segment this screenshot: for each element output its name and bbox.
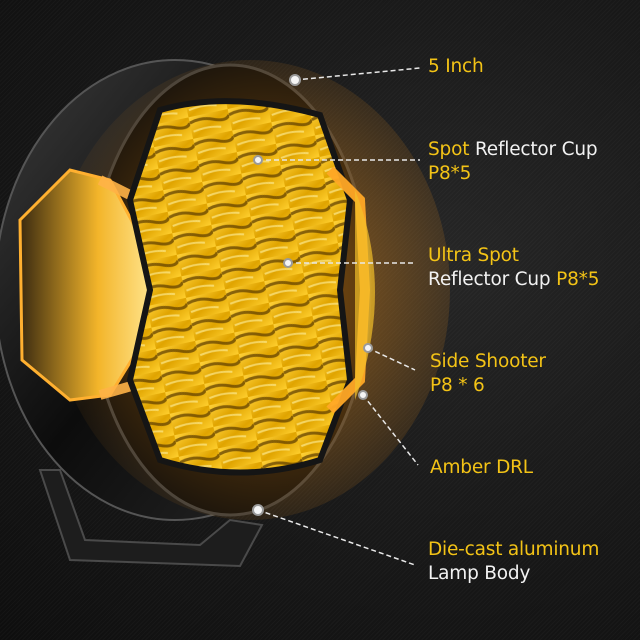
callout-ultra-type: Ultra Spot [428,245,519,266]
callout-side-shooter: Side Shooter P8 * 6 [430,350,546,398]
callout-ultra-spot: Ultra Spot Reflector Cup P8*5 [428,244,599,292]
callout-side-count: P8 * 6 [430,375,485,396]
callout-drl-text: Amber DRL [430,457,533,478]
callout-spot-count: P8*5 [428,163,472,184]
callout-side-type: Side Shooter [430,351,546,372]
callout-spot-desc: Reflector Cup [469,139,598,160]
callout-ultra-desc: Reflector Cup [428,269,557,290]
callout-size: 5 Inch [428,55,484,79]
callout-spot-type: Spot [428,139,470,160]
callout-body-desc: Lamp Body [428,563,531,584]
callout-size-text: 5 Inch [428,56,484,77]
callout-body-material: Die-cast aluminum [428,539,600,560]
callout-ultra-count: P8*5 [556,269,600,290]
callout-lamp-body: Die-cast aluminum Lamp Body [428,538,599,586]
callout-amber-drl: Amber DRL [430,456,533,480]
callout-spot-reflector: Spot Reflector Cup P8*5 [428,138,598,186]
